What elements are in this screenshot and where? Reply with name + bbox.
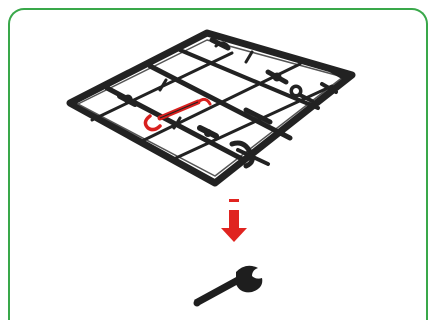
arrow-down-icon	[221, 199, 247, 242]
sprue-runner-icon	[70, 33, 352, 183]
wrench-icon	[194, 266, 263, 307]
